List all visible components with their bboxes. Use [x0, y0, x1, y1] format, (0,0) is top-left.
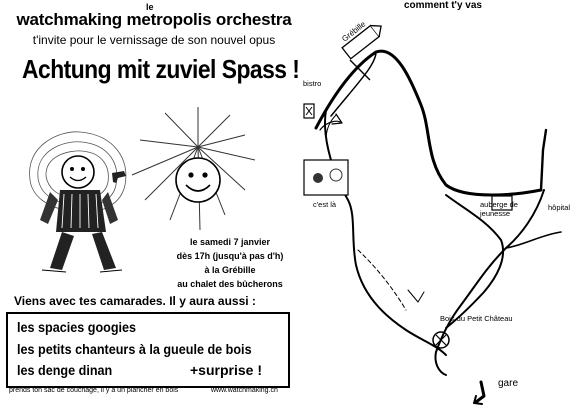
flyer-le: le [146, 2, 154, 12]
accordion-player-drawing [29, 131, 127, 273]
auberge-label: auberge de jeunesse [480, 200, 518, 218]
event-details: le samedi 7 janvier dès 17h (jusqu'à pas… [160, 235, 300, 291]
main-road-inner [330, 51, 377, 117]
event-date: le samedi 7 janvier [189, 237, 271, 247]
invite-line: t'invite pour le vernissage de son nouve… [32, 33, 276, 47]
eastern-road [434, 189, 545, 376]
hopital-label: hôpital [548, 203, 571, 212]
bands-box: les spacies googies les petits chanteurs… [6, 312, 290, 388]
side-branch [407, 289, 425, 303]
grebille-sign [341, 24, 382, 60]
sleeping-bag-note: prends ton sac de couchage, il y a un pl… [9, 387, 179, 394]
event-venue: au chalet des bûcherons [177, 279, 283, 289]
cross-icon [305, 106, 313, 116]
band-petits-chanteurs: les petits chanteurs à la gueule de bois [17, 341, 252, 357]
friends-line: Viens avec tes camarades. Il y aura auss… [14, 294, 256, 308]
ring-road [445, 194, 504, 329]
east-road-right [539, 128, 548, 192]
surprise-text: +surprise ! [190, 362, 262, 378]
east-spur [505, 231, 562, 249]
gare-label: gare [498, 378, 519, 389]
map-title: comment t'y vas [404, 0, 482, 11]
venue-thumbnail [303, 159, 349, 196]
dashed-path [357, 249, 407, 311]
bistro-building [303, 103, 315, 119]
pointer-arrow [325, 114, 337, 141]
sun-drawing [112, 107, 256, 231]
bois-label: Bois du Petit Château [440, 314, 513, 323]
bois-icon [432, 331, 450, 349]
main-road [314, 49, 543, 197]
event-place: à la Grébille [204, 265, 256, 275]
cest-la-label: c'est là [313, 200, 337, 209]
route-map [303, 24, 562, 405]
auberge-building [491, 195, 513, 211]
event-time: dès 17h (jusqu'à pas d'h) [176, 251, 284, 261]
bistro-label: bistro [303, 79, 322, 88]
western-road [324, 109, 447, 356]
website-link[interactable]: www.watchmaking.ch [211, 387, 278, 394]
band-spacies-googies: les spacies googies [17, 319, 137, 335]
gare-road [474, 380, 486, 404]
band-denge-dinan: les denge dinan [17, 362, 113, 378]
album-title: Achtung mit zuviel Spass ! [22, 54, 300, 84]
orchestra-name: watchmaking metropolis orchestra [16, 10, 292, 29]
